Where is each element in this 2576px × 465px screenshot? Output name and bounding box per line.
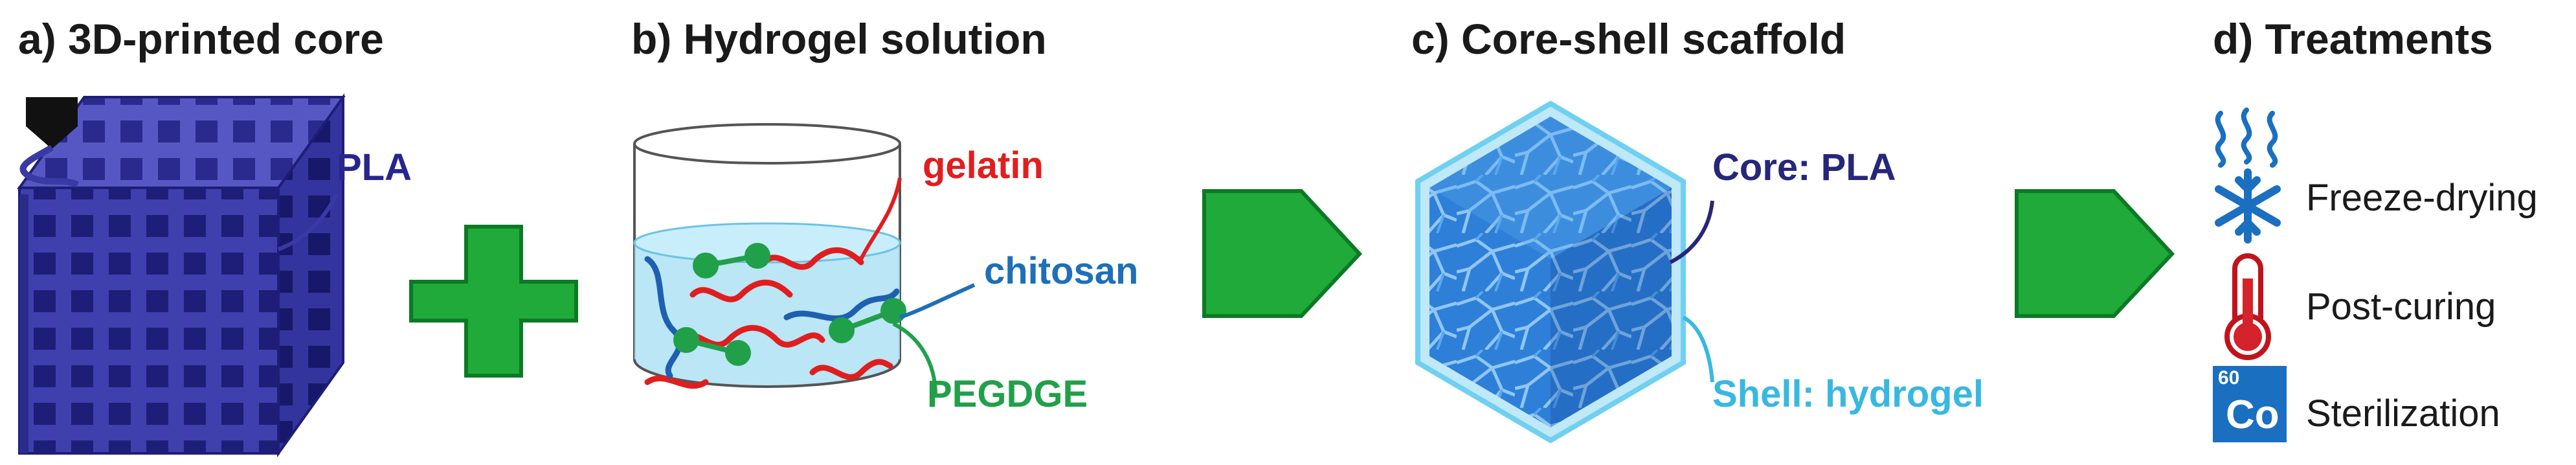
- gelatin-label: gelatin: [923, 144, 1044, 187]
- chitosan-label: chitosan: [984, 250, 1139, 292]
- plus-icon: [409, 225, 578, 378]
- panel-c-title: c) Core-shell scaffold: [1411, 15, 1846, 63]
- treatment-sterilization-label: Sterilization: [2306, 392, 2500, 435]
- pegdge-label: PEGDGE: [927, 373, 1088, 415]
- treatment-post-curing-label: Post-curing: [2306, 286, 2496, 328]
- panel-d-title: d) Treatments: [2213, 15, 2493, 63]
- gelatin-leader-line: [859, 177, 902, 260]
- snowflake-icon: [2215, 108, 2281, 244]
- process-arrow-1: [1202, 189, 1363, 318]
- core-label: Core: PLA: [1712, 146, 1896, 188]
- gelatin-chains: [644, 247, 893, 389]
- core-shell-scaffold: [1415, 100, 1686, 444]
- pla-leader-line: [277, 193, 339, 251]
- chitosan-chains: [644, 256, 900, 379]
- shell-label: Shell: hydrogel: [1712, 373, 1984, 415]
- thermometer-icon: [2224, 253, 2271, 360]
- pla-core-cube: [17, 93, 346, 458]
- printer-nozzle-icon: [19, 97, 79, 188]
- cobalt-60-icon: 60 Co: [2213, 366, 2287, 442]
- panel-b-title: b) Hydrogel solution: [631, 15, 1047, 63]
- cube-front-face: [18, 187, 280, 455]
- shell-leader-line: [1682, 315, 1714, 383]
- pla-label: PLA: [337, 146, 412, 188]
- panel-a-title: a) 3D-printed core: [18, 15, 384, 63]
- pegdge-leader-line: [892, 322, 937, 396]
- beaker: [633, 123, 901, 388]
- process-arrow-2: [2015, 189, 2175, 318]
- treatment-freeze-drying-label: Freeze-drying: [2306, 177, 2538, 219]
- core-leader-line: [1669, 200, 1714, 264]
- cobalt-mass-number: 60: [2218, 367, 2240, 389]
- chitosan-leader-line: [899, 283, 976, 319]
- cobalt-symbol: Co: [2226, 392, 2279, 437]
- pegdge-crosslinkers: [673, 243, 906, 366]
